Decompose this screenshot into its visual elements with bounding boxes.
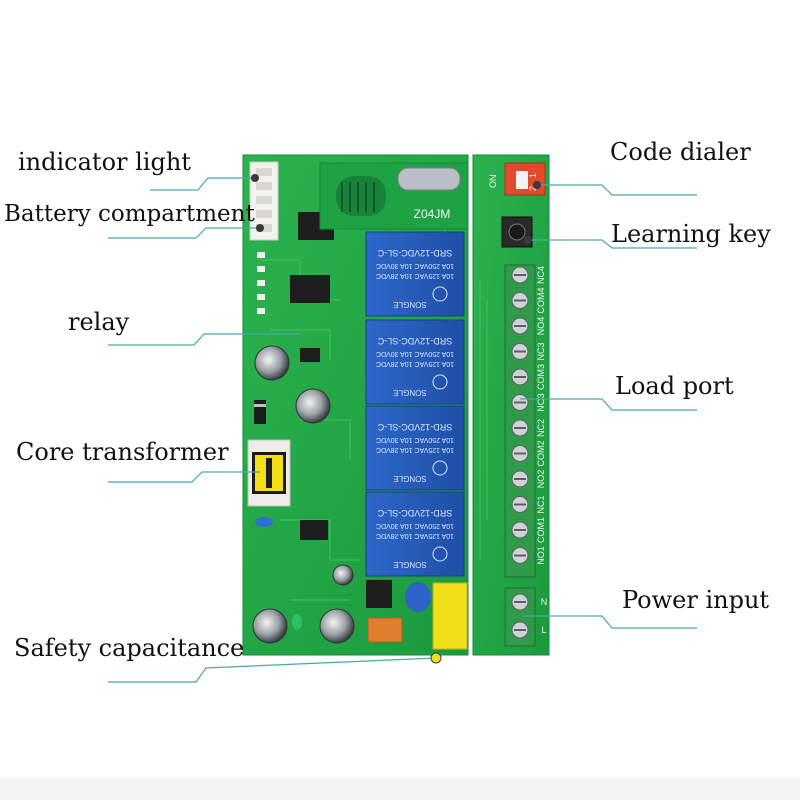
relay-stack: SRD-12VDC-SL-C 10A 250VAC 10A 30VDC 10A 12… — [365, 231, 465, 577]
relay-rating-label: 10A 125VAC 10A 28VDC — [376, 532, 454, 539]
relay-brand-label: SONGLE — [393, 560, 426, 569]
terminal-label: NO4 — [536, 317, 546, 336]
relay-model-label: SRD-12VDC-SL-C — [377, 248, 452, 258]
label-power-input: Power input — [622, 586, 770, 614]
terminal-screw: NC4 — [511, 266, 546, 284]
power-terminal-label: N — [541, 597, 548, 607]
leader-battery-compartment — [108, 227, 260, 239]
safety-capacitor — [432, 582, 468, 650]
power-terminal-block: NL — [504, 587, 548, 647]
terminal-label: COM1 — [536, 517, 546, 543]
terminal-screw: NO2 — [511, 470, 546, 489]
indicator-pads — [257, 252, 265, 314]
relay-rating-label: 10A 250VAC 10A 30VDC — [376, 522, 454, 529]
bottom-strip — [0, 778, 800, 800]
leader-load-port — [520, 398, 697, 411]
label-core-transformer: Core transformer — [16, 438, 229, 466]
dip-switch: ON 1 2 — [488, 162, 546, 196]
relay: SRD-12VDC-SL-C 10A 250VAC 10A 30VDC 10A 12… — [365, 491, 465, 577]
terminal-label: NC4 — [536, 266, 546, 284]
relay-brand-label: SONGLE — [393, 474, 426, 483]
relay-model-label: SRD-12VDC-SL-C — [377, 336, 452, 346]
relay-rating-label: 10A 125VAC 10A 28VDC — [376, 446, 454, 453]
leader-power-input — [522, 615, 697, 629]
relay-rating-label: 10A 250VAC 10A 30VDC — [376, 262, 454, 269]
terminal-label: NC2 — [536, 419, 546, 437]
misc-components — [254, 400, 431, 643]
relay: SRD-12VDC-SL-C 10A 250VAC 10A 30VDC 10A 12… — [365, 231, 465, 317]
relay-brand-label: SONGLE — [393, 300, 426, 309]
relay: SRD-12VDC-SL-C 10A 250VAC 10A 30VDC 10A 12… — [365, 319, 465, 405]
label-code-dialer: Code dialer — [610, 138, 751, 166]
leader-learning-key — [528, 239, 697, 249]
relay-rating-label: 10A 250VAC 10A 30VDC — [376, 436, 454, 443]
label-relay: relay — [68, 308, 130, 336]
relay-rating-label: 10A 125VAC 10A 28VDC — [376, 360, 454, 367]
relay-model-label: SRD-12VDC-SL-C — [377, 422, 452, 432]
terminal-label: NO1 — [536, 546, 546, 565]
leader-indicator-light — [150, 177, 255, 191]
label-learning-key: Learning key — [611, 220, 771, 248]
relay-rating-label: 10A 125VAC 10A 28VDC — [376, 272, 454, 279]
terminal-screw: NO4 — [511, 317, 546, 336]
label-battery-compartment: Battery compartment — [4, 201, 255, 227]
leader-relay — [108, 333, 300, 346]
terminal-screw: COM2 — [511, 440, 546, 467]
terminal-label: COM4 — [536, 287, 546, 313]
relay-rating-label: 10A 250VAC 10A 30VDC — [376, 350, 454, 357]
electrolytic-capacitors — [252, 345, 355, 644]
terminal-screw: NC2 — [511, 419, 546, 437]
terminal-screw: COM3 — [511, 364, 546, 390]
label-indicator-light: indicator light — [18, 148, 191, 176]
terminal-label: NC3 — [536, 342, 546, 360]
terminal-label: NC1 — [536, 495, 546, 513]
terminal-label: NO2 — [536, 470, 546, 489]
dip-1-label: 1 — [528, 173, 538, 178]
relay: SRD-12VDC-SL-C 10A 250VAC 10A 30VDC 10A 12… — [365, 405, 465, 491]
terminal-screw: COM1 — [511, 517, 546, 543]
leader-lines — [108, 177, 697, 683]
dip-2-label: 2 — [528, 186, 538, 191]
power-terminal-screw: N — [511, 593, 548, 611]
relay-brand-label: SONGLE — [393, 388, 426, 397]
terminal-label: COM2 — [536, 440, 546, 466]
terminal-screw: NC3 — [511, 342, 546, 361]
terminal-screw: COM4 — [511, 287, 546, 314]
core-transformer — [247, 439, 291, 507]
leader-safety-capacitance — [108, 657, 437, 683]
terminal-label: COM3 — [536, 364, 546, 390]
module-marking: Z04JM — [414, 207, 451, 221]
leader-dots — [251, 174, 541, 664]
terminal-label: NO3 — [536, 393, 546, 412]
power-terminal-screw: L — [511, 621, 547, 639]
dip-on-label: ON — [488, 175, 498, 189]
power-terminal-label: L — [541, 625, 546, 635]
relay-model-label: SRD-12VDC-SL-C — [377, 508, 452, 518]
label-load-port: Load port — [615, 372, 734, 400]
rf-module: Z04JM — [319, 162, 469, 230]
label-safety-capacitance: Safety capacitance — [14, 634, 245, 662]
terminal-screw: NO1 — [511, 546, 546, 565]
leader-core-transformer — [108, 471, 260, 483]
leader-code-dialer — [537, 184, 697, 196]
terminal-screw: NC1 — [511, 495, 546, 514]
